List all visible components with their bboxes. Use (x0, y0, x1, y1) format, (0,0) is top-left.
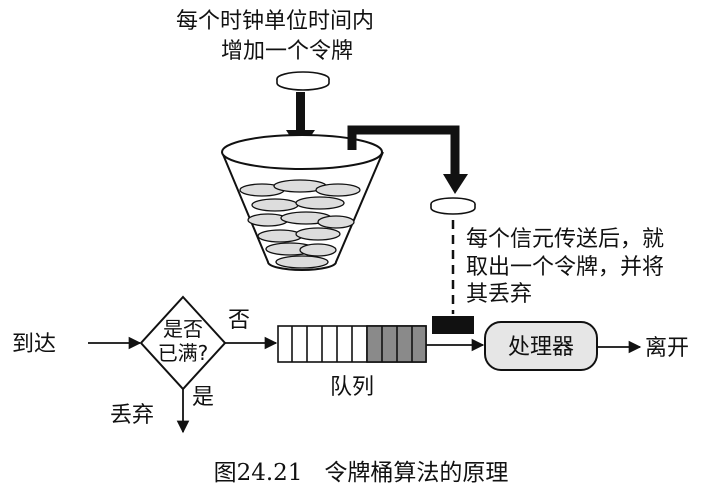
outlet-pipe (347, 125, 468, 194)
top-label-line2: 增加一个令牌 (221, 39, 353, 64)
yes-label: 是 (192, 385, 214, 410)
token-gate (432, 316, 474, 334)
discard-label: 丢弃 (110, 403, 154, 428)
leave-label: 离开 (645, 336, 689, 361)
queue (277, 325, 427, 363)
top-label-line1: 每个时钟单位时间内 (176, 9, 374, 34)
side-label-line3: 其丢弃 (466, 282, 532, 307)
processor-label: 处理器 (508, 335, 574, 360)
token-bucket (221, 134, 384, 271)
side-label-line1: 每个信元传送后，就 (466, 227, 664, 252)
queue-label: 队列 (330, 375, 374, 400)
decision-line1: 是否 (163, 317, 203, 341)
no-label: 否 (228, 308, 250, 333)
processor-box (484, 321, 598, 371)
figure-caption: 图24.21 令牌桶算法的原理 (214, 460, 509, 486)
decision-line2: 已满? (158, 341, 209, 365)
arrive-label: 到达 (12, 332, 56, 357)
incoming-token (276, 71, 330, 91)
bucket-tokens (239, 179, 361, 269)
outgoing-token (430, 197, 476, 215)
side-label-line2: 取出一个令牌，并将 (466, 255, 664, 280)
